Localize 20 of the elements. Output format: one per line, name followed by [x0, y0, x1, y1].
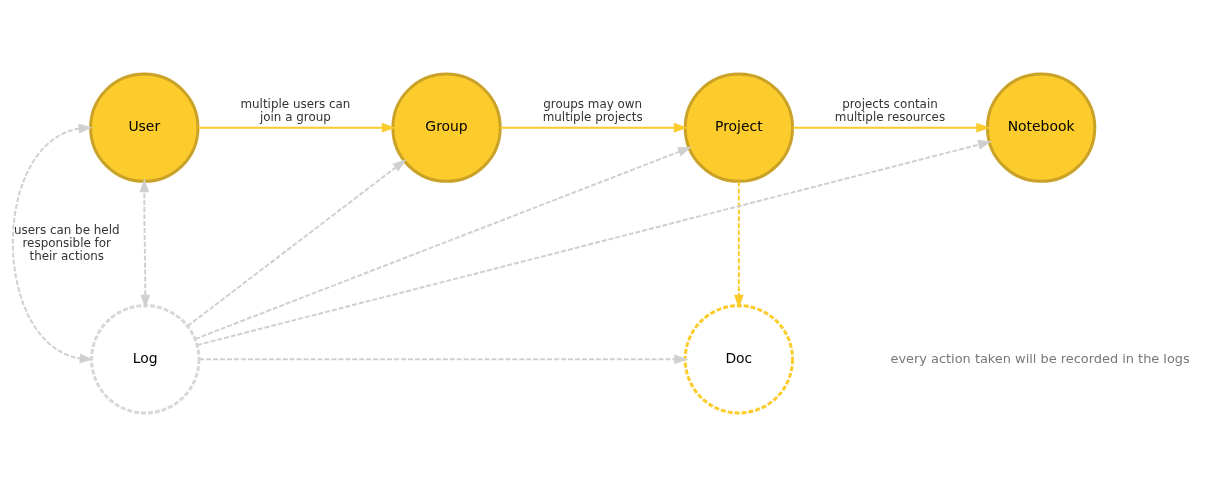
edge-label: users can be held responsible for their actions: [13, 222, 120, 263]
edge-label: multiple users can join a group: [240, 96, 351, 124]
node-circle: Notebook: [985, 72, 1097, 183]
arrow: [196, 139, 992, 346]
arrow: [197, 122, 396, 133]
arrow: [186, 158, 407, 327]
node-circle: Project: [683, 72, 795, 183]
arrow: [791, 122, 991, 133]
label: every action taken will be recorded in the logs: [890, 350, 1190, 366]
arrow: [139, 177, 151, 309]
node-circle: User: [89, 72, 200, 183]
arrow: [11, 123, 94, 363]
arrow: [194, 146, 692, 340]
node-circle: Log: [90, 303, 201, 414]
edge-label: projects contain multiple resources: [834, 96, 946, 124]
node-circle: Doc: [683, 303, 795, 414]
arrow: [198, 353, 689, 364]
arrow: [499, 122, 688, 133]
edge-label: groups may own multiple projects: [542, 96, 643, 124]
arrow: [733, 180, 744, 309]
